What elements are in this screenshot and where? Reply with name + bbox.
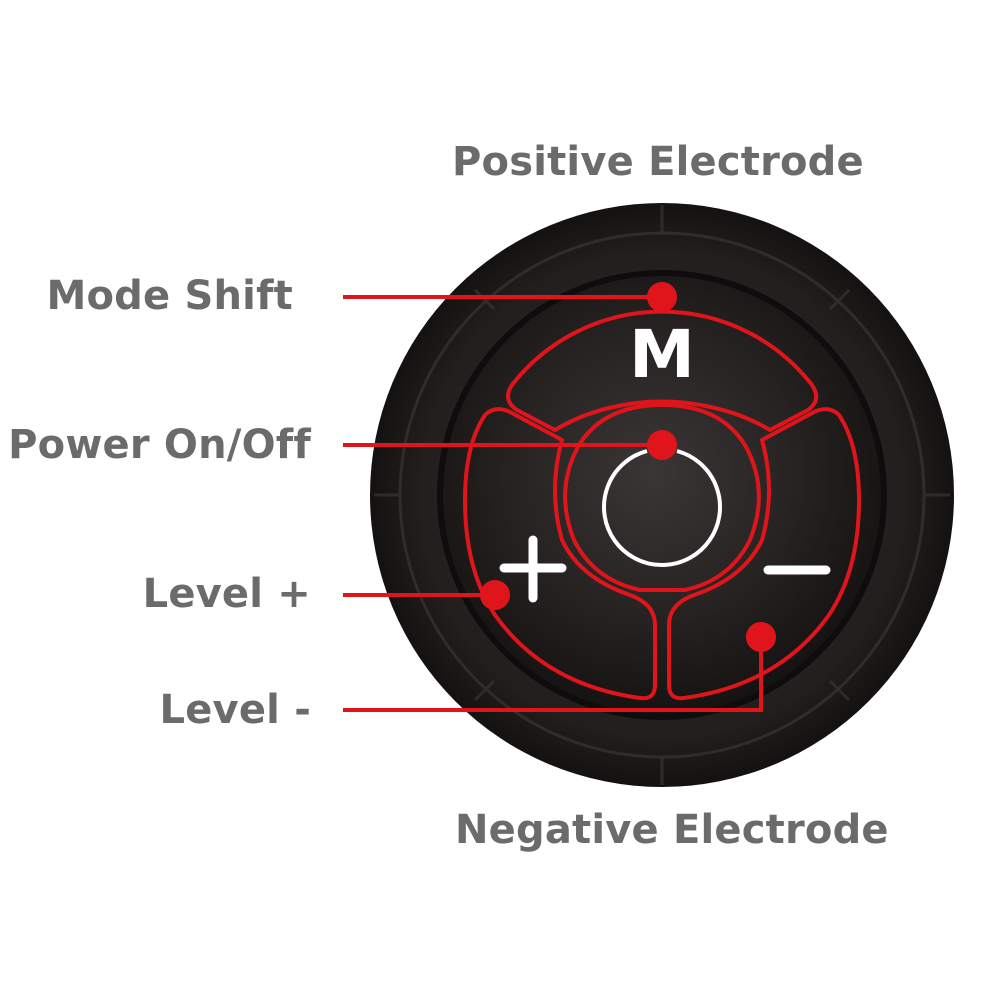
level-plus-label: Level + xyxy=(142,571,311,617)
device-inner-face xyxy=(437,270,887,720)
dot-mode xyxy=(647,282,677,312)
level-minus-label: Level - xyxy=(159,687,311,733)
callout-dots xyxy=(480,282,776,652)
mode-shift-label: Mode Shift xyxy=(46,273,293,319)
power-icon xyxy=(602,449,722,567)
leader-minus xyxy=(343,637,763,712)
leader-lines xyxy=(343,295,763,712)
power-label: Power On/Off xyxy=(8,422,311,468)
minus-button-outline xyxy=(667,407,861,701)
plus-button-outline xyxy=(463,407,657,701)
dot-plus xyxy=(480,580,510,610)
dot-power xyxy=(647,430,677,460)
outer-ring-segments xyxy=(374,205,950,785)
mode-button-outline xyxy=(506,309,819,432)
positive-electrode-label: Positive Electrode xyxy=(452,139,864,185)
negative-electrode-label: Negative Electrode xyxy=(455,807,889,853)
mode-glyph: M xyxy=(629,316,695,393)
button-outlines xyxy=(463,309,861,701)
plus-icon xyxy=(499,535,567,603)
dot-minus xyxy=(746,622,776,652)
